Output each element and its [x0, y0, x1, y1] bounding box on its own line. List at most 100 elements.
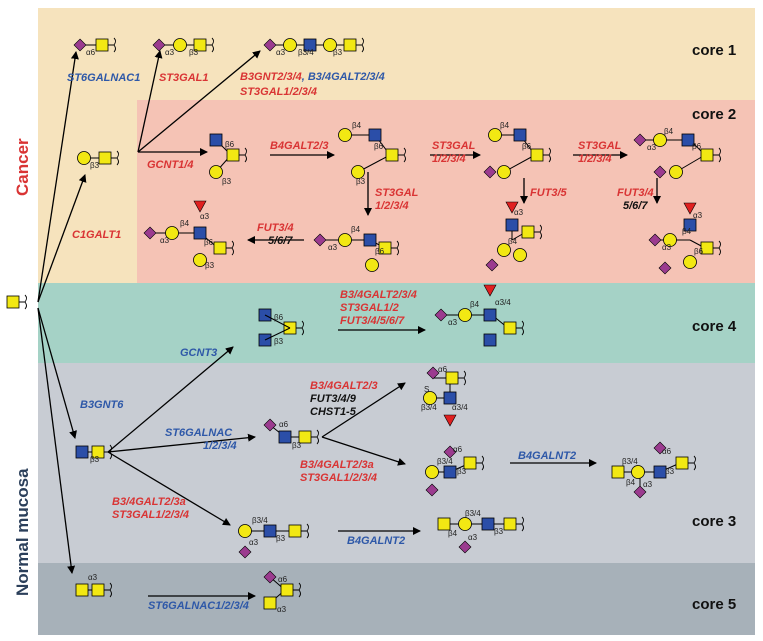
core4-panel [38, 283, 755, 363]
glcnac-square-icon [505, 218, 519, 232]
galactose-circle-icon [165, 226, 179, 240]
glycosidic-bond [264, 327, 291, 341]
linkage-label: β3/4 [622, 457, 638, 466]
fucose-triangle-icon [683, 202, 697, 215]
enzyme-st3gal-c: ST3GAL [375, 187, 419, 199]
enzyme-c1galt1: C1GALT1 [72, 229, 121, 241]
enzyme-b4galnt2-b: B4GALNT2 [347, 535, 405, 547]
enzyme-b3gnt234-part2: , B3/4GALT2/3/4 [301, 71, 385, 83]
linkage-label: β3 [333, 48, 343, 57]
galactose-circle-icon [365, 258, 379, 272]
core4-label: core 4 [692, 318, 737, 335]
enzyme-c3-c1: B3/4GALT2/3a [112, 496, 186, 508]
linkage-label: β3 [222, 177, 232, 186]
glcnac-square-icon [209, 133, 223, 147]
enzyme-st3gal-a: ST3GAL [432, 140, 476, 152]
galnac-square-icon [675, 456, 689, 470]
galnac-square-icon [75, 583, 89, 597]
sialic-acid-diamond-icon [263, 38, 277, 52]
linkage-label: α6 [438, 365, 448, 374]
galnac-square-icon [611, 465, 625, 479]
glcnac-square-icon [483, 308, 497, 322]
reducing-end-icon [713, 147, 721, 163]
linkage-label: α3 [276, 48, 286, 57]
sialic-acid-diamond-icon [633, 133, 647, 147]
galnac-square-icon [280, 583, 294, 597]
enzyme-gcnt3: GCNT3 [180, 347, 217, 359]
galnac-square-icon [91, 583, 105, 597]
galactose-circle-icon [488, 128, 502, 142]
linkage-label: β3 [205, 261, 215, 270]
linkage-label: β3/4 [298, 48, 314, 57]
linkage-label: β6 [692, 142, 702, 151]
galnac-square-icon [6, 295, 20, 309]
galactose-circle-icon [238, 524, 252, 538]
fucose-triangle-icon [193, 200, 207, 213]
linkage-label: β6 [204, 238, 214, 247]
linkage-label: β4 [470, 300, 480, 309]
reducing-end-icon [476, 455, 484, 471]
glycosidic-bond [264, 314, 291, 329]
sialic-acid-diamond-icon [425, 483, 439, 497]
galactose-circle-icon [283, 38, 297, 52]
cancer-label: Cancer [13, 138, 32, 196]
enzyme-st6galnac-mid: ST6GALNAC [165, 427, 233, 439]
enzyme-st6galnac-mid2: 1/2/3/4 [203, 440, 237, 452]
fucose-triangle-icon [505, 201, 519, 214]
linkage-label: β6 [274, 313, 284, 322]
linkage-label: α3 [277, 605, 287, 614]
galnac-square-icon [530, 148, 544, 162]
reducing-end-icon [293, 582, 301, 598]
galactose-circle-icon [458, 308, 472, 322]
reducing-end-icon [239, 147, 247, 163]
galnac-square-icon [95, 38, 109, 52]
galactose-circle-icon [423, 391, 437, 405]
linkage-label: β4 [682, 227, 692, 236]
galactose-circle-icon [425, 465, 439, 479]
glcnac-square-icon [443, 391, 457, 405]
reducing-end-icon [311, 429, 319, 445]
enzyme-core4-l2: ST3GAL1/2 [340, 302, 399, 314]
galactose-circle-icon [77, 151, 91, 165]
galactose-circle-icon [193, 253, 207, 267]
linkage-label: β3/4 [421, 403, 437, 412]
sialic-acid-diamond-icon [458, 540, 472, 554]
galactose-circle-icon [458, 517, 472, 531]
linkage-label: β6 [375, 247, 385, 256]
enzyme-st3gal-a2: 1/2/3/4 [432, 153, 466, 165]
linkage-label: α3 [693, 211, 703, 220]
sialic-acid-diamond-icon [263, 418, 277, 432]
galactose-circle-icon [653, 133, 667, 147]
core3-label: core 3 [692, 513, 736, 530]
galnac-square-icon [503, 517, 517, 531]
linkage-label: α3 [448, 318, 458, 327]
glcnac-square-icon [483, 333, 497, 347]
sialic-acid-diamond-icon [483, 165, 497, 179]
linkage-label: β4 [352, 121, 362, 130]
linkage-label: α3 [88, 573, 98, 582]
enzyme-st3gal-top: ST3GAL1/2/3/4 [240, 86, 317, 98]
glcnac-square-icon [481, 517, 495, 531]
reducing-end-icon [19, 294, 27, 310]
glcnac-square-icon [193, 226, 207, 240]
galnac-square-icon [521, 225, 535, 239]
core2-panel [137, 100, 755, 283]
pathway-arrows [37, 50, 661, 600]
linkage-label: β3 [90, 161, 100, 170]
glcnac-square-icon [263, 524, 277, 538]
sialic-acid-diamond-icon [143, 226, 157, 240]
enzyme-st3gal1: ST3GAL1 [159, 72, 209, 84]
galactose-circle-icon [351, 165, 365, 179]
linkage-label: β4 [664, 127, 674, 136]
galactose-circle-icon [173, 38, 187, 52]
reducing-end-icon [206, 37, 214, 53]
enzyme-st3gal-c2: 1/2/3/4 [375, 200, 409, 212]
galactose-circle-icon [338, 233, 352, 247]
sialic-acid-diamond-icon [658, 261, 672, 275]
linkage-label: α6 [278, 575, 288, 584]
linkage-label: β3 [292, 441, 302, 450]
linkage-label: α3 [165, 48, 175, 57]
reducing-end-icon [516, 516, 524, 532]
enzyme-gcnt14: GCNT1/4 [147, 159, 193, 171]
